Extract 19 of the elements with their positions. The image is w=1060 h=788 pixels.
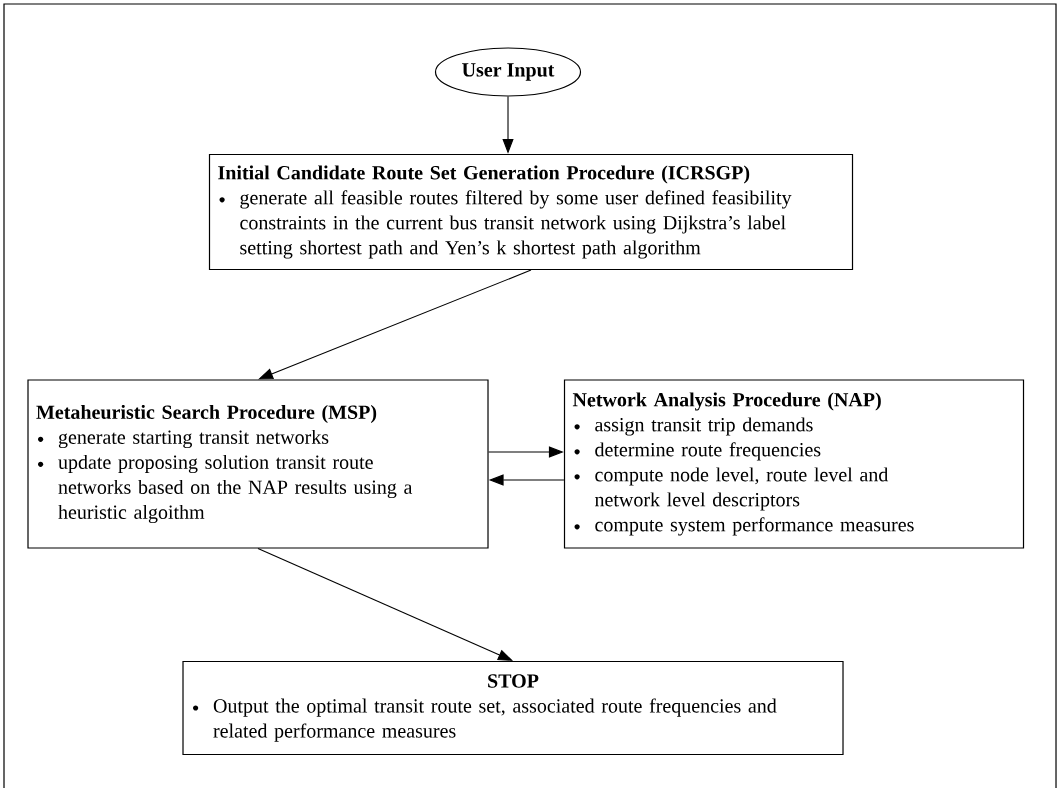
process-box (182, 660, 844, 756)
box-heading: Network Analysis Procedure (NAP) (572, 392, 881, 411)
bullet-item: Output the optimal transit route set, associated route frequencies and related performance measures (193, 698, 777, 742)
oval-label: User Input (462, 63, 555, 81)
process-box (563, 379, 1025, 549)
box-heading: STOP (488, 674, 539, 688)
bullet-item: determine route frequencies (574, 442, 821, 461)
arrow (258, 269, 532, 380)
bullet-item: generate all feasible routes filtered by some user defined feasibility constraints in the current bus transit network using Dijkstra’s label setting shortest path and Yen’s k shortest path algorithm (219, 190, 792, 259)
bullet-item: generate starting transit networks (38, 429, 329, 449)
process-box (208, 153, 854, 271)
arrow (257, 548, 513, 661)
box-heading: Initial Candidate Route Set Generation Procedure (ICRSGP) (218, 165, 750, 184)
start-oval (434, 47, 582, 97)
bullet-item: compute system performance measures (574, 517, 914, 536)
process-box (27, 379, 489, 549)
bullet-item: assign transit trip demands (574, 417, 813, 436)
box-heading: Metaheuristic Search Procedure (MSP) (36, 404, 377, 424)
bullet-item: update proposing solution transit route networks based on the NAP results using a heuristic algoithm (38, 454, 413, 524)
